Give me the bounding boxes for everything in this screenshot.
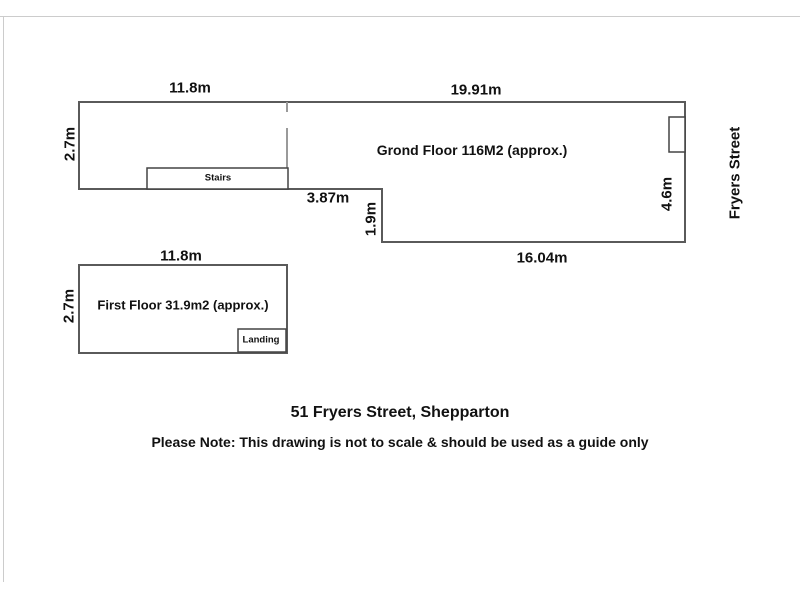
ground-floor-area-label: Grond Floor 116M2 (approx.) [376,142,568,158]
first-floor-area-label: First Floor 31.9m2 (approx.) [97,297,269,313]
ground-floor-dim-middle: 3.87m [306,189,350,207]
ground-floor-dim-step: 1.9m [362,201,380,237]
ground-floor-dim-left: 2.7m [61,126,79,162]
landing-box [237,328,287,353]
street-name-label: Fryers Street [726,126,744,220]
address-title: 51 Fryers Street, Shepparton [290,404,510,421]
stairs-box [146,167,289,190]
ground-floor-dim-top-left: 11.8m [169,79,211,97]
first-floor-outline [78,264,288,354]
disclaimer-note: Please Note: This drawing is not to scal… [151,434,649,450]
ground-floor-dim-bottom: 16.04m [516,249,568,267]
entry-recess-box [668,116,686,153]
first-floor-dim-left: 2.7m [60,288,78,324]
first-floor-dim-top: 11.8m [160,247,202,265]
landing-label: Landing [242,334,280,346]
ground-floor-dim-top-right: 19.91m [450,81,502,99]
ground-floor-dim-right: 4.6m [658,176,676,212]
stairs-label: Stairs [204,172,232,184]
ground-floor-outline [78,101,686,243]
